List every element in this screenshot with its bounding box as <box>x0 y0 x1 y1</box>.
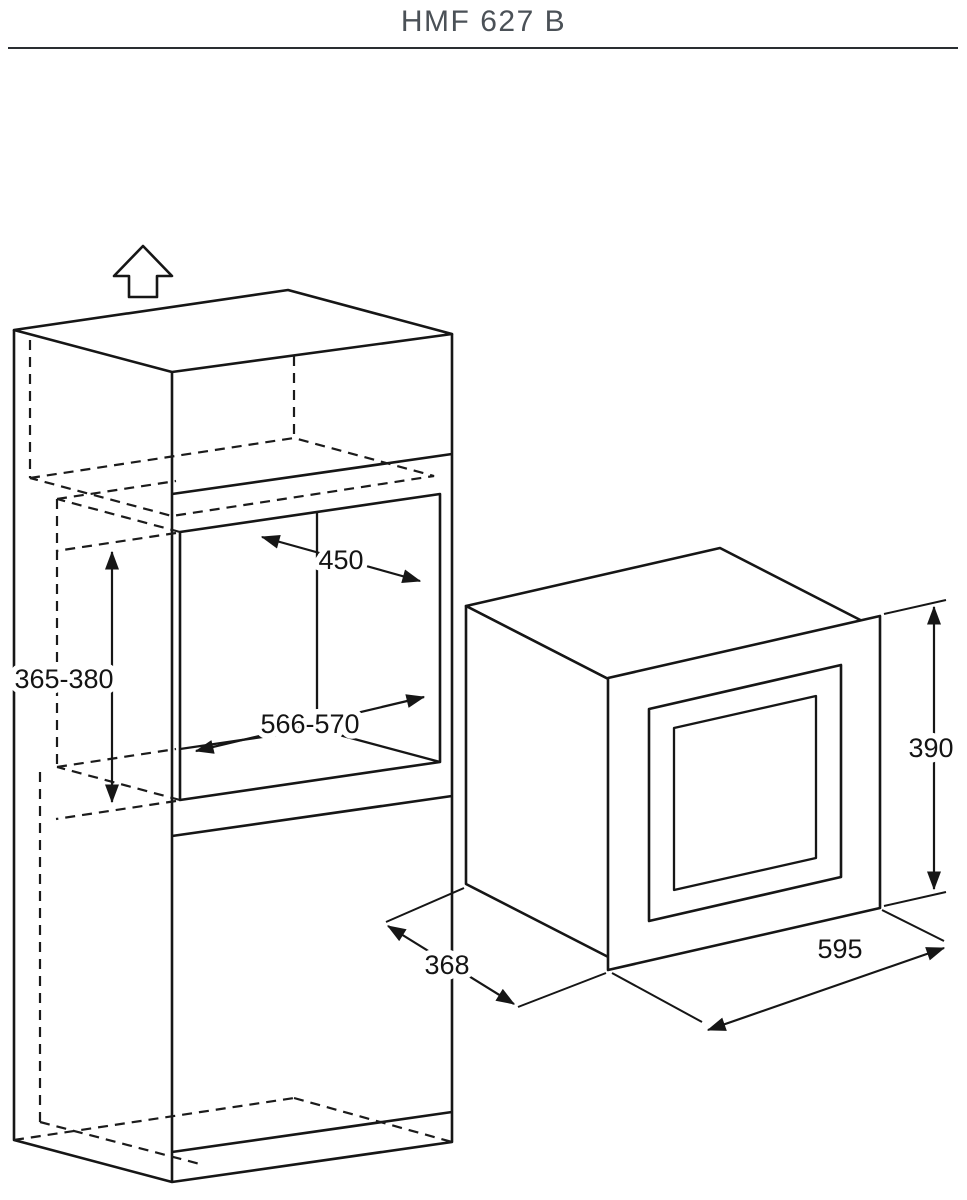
dim-niche-width: 566-570 <box>194 694 426 754</box>
niche-opening <box>178 492 442 802</box>
microwave-door-frame <box>647 663 843 923</box>
cabinet-drawing <box>12 288 454 1184</box>
appliance-height-label: 390 <box>908 733 953 763</box>
niche-depth-label: 450 <box>318 545 363 575</box>
dim-niche-height: 365-380 <box>9 531 177 821</box>
niche-width-label: 566-570 <box>260 709 359 739</box>
page-header: HMF 627 B <box>0 0 967 39</box>
niche-height-label: 365-380 <box>14 664 113 694</box>
cabinet-shelf-bottom-line <box>171 794 453 838</box>
dim-appliance-depth: 368 <box>385 887 607 1008</box>
niche-interior <box>180 494 440 769</box>
appliance-width-label: 595 <box>817 934 862 964</box>
dim-appliance-height: 390 <box>883 599 959 907</box>
cabinet-top-face <box>12 288 454 374</box>
header-divider <box>8 47 958 49</box>
microwave-door-window <box>672 694 818 892</box>
appliance-depth-label: 368 <box>424 950 469 980</box>
microwave-front-frame <box>606 614 882 972</box>
dim-appliance-width: 595 <box>611 909 946 1032</box>
cabinet-outline <box>12 330 454 1184</box>
cabinet-shelf-top-line <box>171 452 453 496</box>
up-arrow-icon <box>112 244 174 299</box>
microwave-drawing <box>464 546 882 972</box>
model-title: HMF 627 B <box>400 5 567 38</box>
dim-niche-depth: 450 <box>260 534 422 584</box>
cabinet-hidden-edges <box>13 340 453 1166</box>
cabinet-plinth-line <box>171 1110 453 1154</box>
